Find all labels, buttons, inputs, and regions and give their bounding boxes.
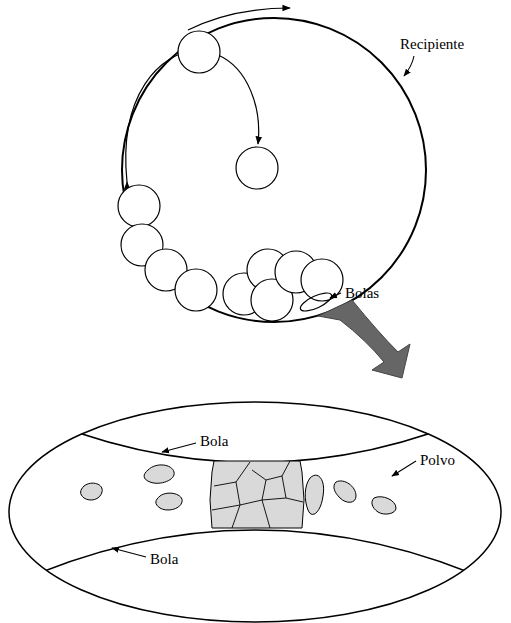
zoom-ellipse xyxy=(9,402,501,622)
container-label: Recipiente xyxy=(400,35,464,53)
balls-label: Bolas xyxy=(345,284,379,302)
zoom-arrow xyxy=(318,300,410,378)
zoom-detail xyxy=(0,410,510,590)
balls xyxy=(118,31,343,321)
ball-label: Bola xyxy=(150,550,178,568)
container-circle xyxy=(122,18,426,322)
leader-arrows xyxy=(112,56,416,557)
powder-label: Polvo xyxy=(420,451,455,469)
ball-label: Bola xyxy=(200,432,228,450)
